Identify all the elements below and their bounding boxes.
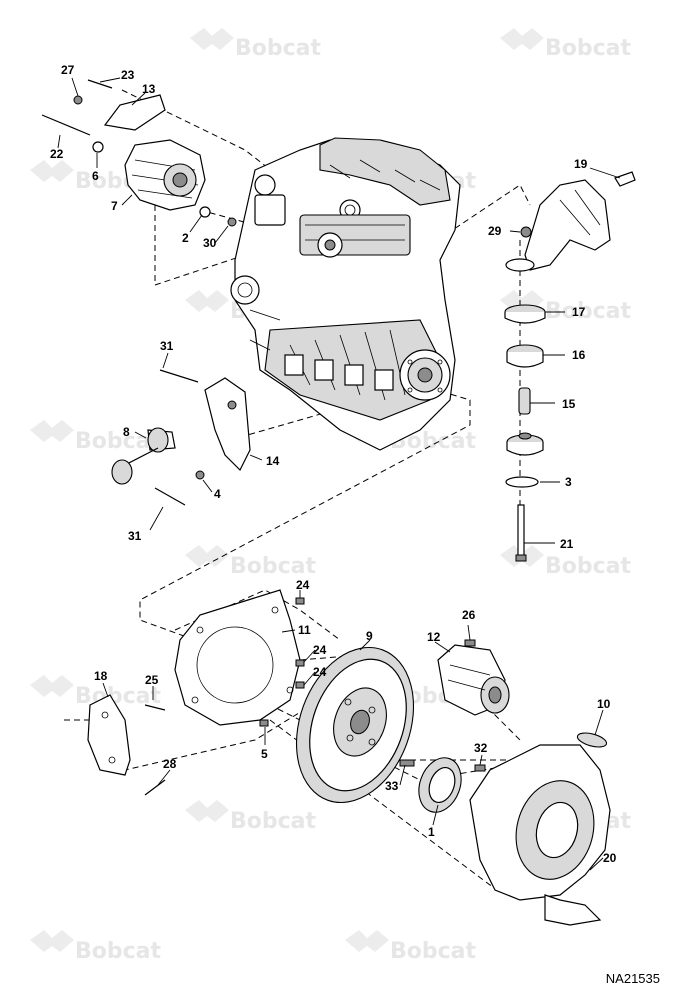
callout-31-lower: 31 [128, 529, 142, 543]
callout-10: 10 [597, 697, 611, 711]
watermark-text: Bobcat [235, 36, 322, 61]
watermark-text: Bobcat [545, 554, 632, 579]
left-mount-group [111, 369, 251, 506]
callout-15: 15 [562, 397, 576, 411]
callout-20: 20 [603, 851, 617, 865]
watermark-logo [345, 930, 389, 952]
watermark-text: Bobcat [75, 429, 162, 454]
watermark-text: Bobcat [390, 939, 477, 964]
flywheel [295, 646, 415, 804]
bracket-18 [87, 694, 166, 796]
watermark-logo [185, 800, 229, 822]
bell-housing [469, 732, 611, 926]
watermark-logo [30, 930, 74, 952]
watermark-logo [30, 675, 74, 697]
drawing-number: NA21535 [605, 971, 660, 986]
starter-motor [437, 639, 510, 716]
adapter-plate [174, 589, 305, 727]
callout-23: 23 [121, 68, 135, 82]
watermark-text: Bobcat [75, 684, 162, 709]
callout-25: 25 [145, 673, 159, 687]
callout-1: 1 [428, 825, 435, 839]
watermark-logo [30, 160, 74, 182]
callout-14: 14 [266, 454, 280, 468]
callout-30: 30 [203, 236, 217, 250]
callout-17: 17 [572, 305, 586, 319]
callout-8: 8 [123, 425, 130, 439]
callout-24-middle: 24 [313, 643, 327, 657]
callout-11: 11 [298, 623, 311, 637]
callout-9: 9 [366, 629, 373, 643]
watermark-logo [30, 420, 74, 442]
watermark-text: Bobcat [230, 809, 317, 834]
callout-13: 13 [142, 82, 156, 96]
callout-28: 28 [163, 757, 177, 771]
callout-3: 3 [565, 475, 572, 489]
watermark-logo [500, 28, 544, 50]
callout-33: 33 [385, 779, 399, 793]
callout-12: 12 [427, 630, 441, 644]
callout-19: 19 [574, 157, 588, 171]
watermark-text: Bobcat [545, 299, 632, 324]
engine-assembly [230, 137, 461, 451]
watermark-logo [185, 545, 229, 567]
callout-27: 27 [61, 63, 75, 77]
callout-5: 5 [261, 747, 268, 761]
callout-18: 18 [94, 669, 108, 683]
callout-6: 6 [92, 169, 99, 183]
callout-21: 21 [560, 537, 574, 551]
watermark-text: Bobcat [230, 554, 317, 579]
alternator-group [41, 79, 237, 227]
leader-lines [57, 77, 621, 871]
right-mount-stack [504, 171, 636, 562]
callout-32: 32 [474, 741, 488, 755]
callout-24-bottom: 24 [313, 665, 327, 679]
watermark-text: Bobcat [545, 36, 632, 61]
watermark-text: Bobcat [75, 939, 162, 964]
callout-labels: 27 23 13 22 6 7 2 30 19 29 17 16 15 3 21… [50, 63, 617, 865]
coupling-group [399, 757, 486, 813]
callout-7: 7 [111, 199, 118, 213]
callout-31-upper: 31 [160, 339, 174, 353]
callout-2: 2 [182, 231, 189, 245]
callout-4: 4 [214, 487, 221, 501]
callout-29: 29 [488, 224, 502, 238]
callout-22: 22 [50, 147, 64, 161]
callout-24-top: 24 [296, 578, 310, 592]
watermark-logo [190, 28, 234, 50]
watermark-logo [185, 290, 229, 312]
callout-16: 16 [572, 348, 586, 362]
callout-26: 26 [462, 608, 476, 622]
